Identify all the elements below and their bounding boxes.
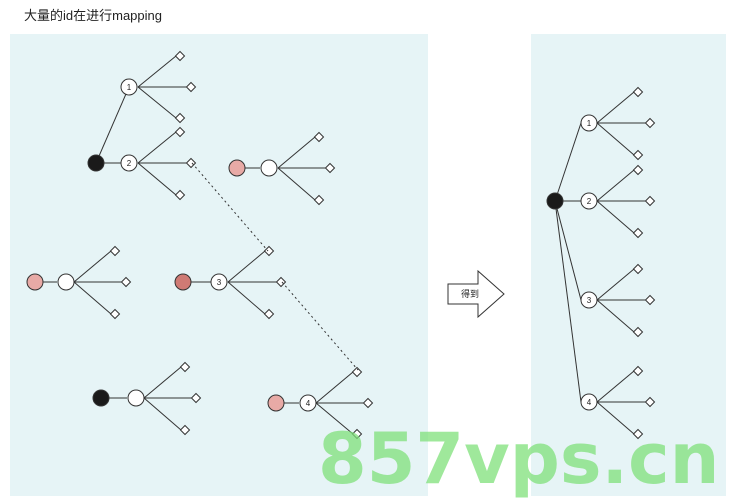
leaf-diamond: [644, 294, 656, 306]
watermark-text: 857vps.cn: [318, 418, 719, 500]
mapping-line-3-to-4: [281, 281, 359, 371]
leaf-diamond: [632, 326, 644, 338]
leaf-diamond: [179, 361, 191, 373]
root-node-pink: [228, 159, 246, 177]
leaf-diamond: [109, 308, 121, 320]
leaf-diamond: [644, 117, 656, 129]
leaf-diamond: [362, 397, 374, 409]
leaf-diamond: [351, 366, 363, 378]
leaf-connector: [596, 268, 635, 301]
leaf-connector: [277, 167, 316, 201]
leaf-connector: [596, 401, 635, 435]
leaf-diamond: [313, 131, 325, 143]
root-node-pink-dark: [174, 273, 192, 291]
leaf-connector: [143, 397, 182, 431]
leaf-diamond: [120, 276, 132, 288]
id-node-label: 1: [587, 119, 592, 128]
id-node-circle: [580, 393, 598, 411]
leaf-diamond: [313, 194, 325, 206]
right-tree-connectors: [554, 91, 646, 435]
leaf-diamond: [644, 195, 656, 207]
branch-line: [554, 200, 582, 403]
id-node-circle: [580, 291, 598, 309]
leaf-diamond: [351, 428, 363, 440]
leaf-diamond: [263, 308, 275, 320]
leaf-diamond: [632, 149, 644, 161]
id-node-circle: [260, 159, 278, 177]
id-node-label: 3: [217, 278, 222, 287]
leaf-diamond: [174, 112, 186, 124]
branch-line: [554, 200, 582, 301]
leaf-connector: [596, 370, 635, 403]
left-tree-nodes: 1 2 3 4: [26, 50, 374, 440]
leaf-diamond: [632, 164, 644, 176]
id-node-label: 3: [587, 296, 592, 305]
leaf-diamond: [109, 245, 121, 257]
id-node-circle: [580, 114, 598, 132]
leaf-diamond: [174, 189, 186, 201]
leaf-connector: [137, 55, 177, 88]
leaf-connector: [137, 131, 177, 164]
leaf-diamond: [632, 263, 644, 275]
root-node-black: [87, 154, 105, 172]
id-node-label: 2: [587, 197, 592, 206]
id-node-label: 2: [127, 159, 132, 168]
leaf-diamond: [632, 227, 644, 239]
leaf-connector: [73, 250, 112, 283]
leaf-diamond: [324, 162, 336, 174]
leaf-connector: [73, 281, 112, 315]
leaf-connector: [596, 91, 635, 124]
leaf-diamond: [185, 157, 197, 169]
branch-line: [554, 122, 582, 202]
leaf-connector: [596, 169, 635, 202]
mapping-line-2-to-3: [191, 162, 269, 252]
leaf-diamond: [185, 81, 197, 93]
leaf-diamond: [263, 245, 275, 257]
root-node-black: [92, 389, 110, 407]
leaf-connector: [596, 122, 635, 156]
leaf-diamond: [275, 276, 287, 288]
id-node-circle: [127, 389, 145, 407]
left-tree-connectors: [43, 55, 364, 435]
leaf-diamond: [632, 365, 644, 377]
page-title: 大量的id在进行mapping: [24, 8, 162, 23]
arrow-label: 得到: [461, 288, 479, 299]
leaf-diamond: [174, 126, 186, 138]
leaf-connector: [315, 402, 354, 435]
leaf-diamond: [632, 86, 644, 98]
right-tree-nodes: 1 2 3 4: [546, 86, 656, 440]
leaf-connector: [227, 281, 266, 315]
id-node-circle: [57, 273, 75, 291]
left-panel: [10, 34, 428, 496]
leaf-connector: [315, 371, 354, 404]
id-node-circle: [299, 394, 317, 412]
id-node-circle: [210, 273, 228, 291]
id-node-label: 4: [587, 398, 592, 407]
leaf-connector: [596, 299, 635, 333]
leaf-connector: [137, 162, 177, 196]
leaf-connector: [596, 200, 635, 234]
leaf-connector: [227, 250, 266, 283]
id-node-label: 1: [127, 83, 132, 92]
leaf-diamond: [174, 50, 186, 62]
id-node-circle: [120, 78, 138, 96]
root-node-pink: [26, 273, 44, 291]
root-node-pink: [267, 394, 285, 412]
leaf-diamond: [179, 424, 191, 436]
id-node-circle: [580, 192, 598, 210]
leaf-connector: [137, 86, 177, 119]
leaf-diamond: [644, 396, 656, 408]
leaf-diamond: [632, 428, 644, 440]
branch-line: [95, 86, 130, 164]
id-node-circle: [120, 154, 138, 172]
root-node-black: [546, 192, 564, 210]
result-arrow: 得到: [447, 269, 505, 319]
leaf-diamond: [190, 392, 202, 404]
leaf-connector: [143, 366, 182, 399]
leaf-connector: [277, 136, 316, 169]
id-node-label: 4: [306, 399, 311, 408]
